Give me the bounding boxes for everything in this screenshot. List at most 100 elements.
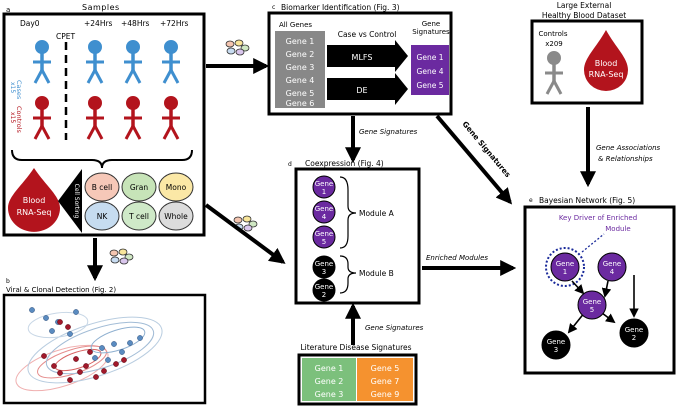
module-a-gene-node-3-label-1: Gene: [315, 230, 333, 238]
cpet-label: CPET: [56, 32, 75, 41]
cases-count: x15: [9, 82, 16, 93]
cell-nk: [84, 201, 120, 231]
module-a-label: Module A: [359, 209, 395, 218]
signatures-box: [411, 45, 449, 95]
signatures-title-1: Gene: [422, 20, 440, 28]
gene-signatures-label-1: Gene Signatures: [359, 128, 418, 136]
timepoint-48h: +48Hrs: [121, 19, 150, 28]
all-genes-label: All Genes: [279, 21, 312, 29]
lit-gene-3: Gene 3: [315, 390, 344, 399]
panel-a-letter: a: [6, 6, 10, 14]
cases-label: Cases: [15, 80, 23, 100]
lit-gene-5: Gene 5: [371, 364, 400, 373]
controls-count: x15: [9, 112, 16, 123]
cell-t: [121, 201, 157, 231]
timepoint-day0: Day0: [20, 19, 40, 28]
key-driver-pointer: [581, 233, 605, 253]
literature-title: Literature Disease Signatures: [300, 343, 411, 352]
scatter-point-red: [67, 377, 73, 383]
panel-d-letter: d: [288, 161, 292, 168]
blood-drop-icon: [8, 168, 60, 232]
scatter-point-red: [73, 356, 79, 362]
mlfs-arrow: [327, 40, 408, 72]
network-node-3-label-1: Gene: [583, 298, 601, 306]
timepoint-24h: +24Hrs: [84, 19, 113, 28]
network-node-1-label-1: Gene: [556, 260, 574, 268]
scatter-point-red: [83, 363, 89, 369]
cell-cluster-icon: [225, 39, 250, 56]
scatter-point-red: [101, 368, 107, 374]
scatter-point-red: [65, 324, 71, 330]
lit-gene-7: Gene 7: [371, 377, 400, 386]
key-driver-ring: [545, 247, 585, 287]
scatter-point-blue: [29, 307, 35, 313]
all-genes-list: Gene 1 Gene 2 Gene 3 Gene 4 Gene 5 Gene …: [286, 37, 315, 108]
scatter-point-blue: [43, 315, 49, 321]
arrow-biomarker-to-network: [435, 114, 513, 205]
key-driver-label-2: Module: [605, 225, 630, 233]
scatter-point-blue: [99, 345, 105, 351]
network-node-4-label-1: Gene: [547, 338, 565, 346]
case-vs-control-label: Case vs Control: [338, 30, 397, 39]
network-node-3-label-2: 5: [590, 306, 594, 314]
signature-gene-1: Gene 1: [417, 53, 444, 62]
gene-signatures-label-2: Gene Signatures: [365, 324, 424, 332]
module-b-gene-node-1-label-2: 3: [322, 268, 326, 276]
module-a-brace: [339, 176, 357, 249]
module-a-gene-node-3-label-2: 5: [322, 238, 326, 246]
scatter-point-blue: [127, 340, 133, 346]
scatter-points: [29, 307, 143, 383]
cell-types: [84, 172, 194, 231]
de-label: DE: [356, 86, 367, 95]
rnaseq-label: RNA-Seq: [17, 208, 52, 217]
external-controls-label: Controls: [539, 30, 568, 38]
key-driver-label-1: Key Driver of Enriched: [559, 214, 637, 222]
module-b-gene-node-1-label-1: Gene: [315, 260, 333, 268]
blood-label: Blood: [23, 196, 46, 205]
scatter-point-red: [93, 374, 99, 380]
gene-associations-label-2: & Relationships: [598, 155, 653, 163]
scatter-point-blue: [49, 328, 55, 334]
cell-cluster-icon: [109, 248, 134, 265]
scatter-point-blue: [67, 331, 73, 337]
samples-brace: [11, 149, 193, 169]
scatter-point-red: [113, 361, 119, 367]
module-b-brace: [339, 255, 357, 294]
scatter-point-red: [57, 370, 63, 376]
panel-b-letter: b: [6, 278, 10, 285]
gene-signatures-bold-label: Gene Signatures: [460, 120, 512, 180]
panel-c-title: Biomarker Identification (Fig. 3): [281, 3, 400, 12]
all-genes-box: [275, 31, 325, 108]
scatter-point-red: [121, 357, 127, 363]
cell-mono: [158, 172, 194, 202]
scatter-point-blue: [105, 357, 111, 363]
all-gene-3: Gene 3: [286, 63, 315, 72]
network-node-5-label-2: 2: [632, 334, 636, 342]
cell-t-label: T cell: [128, 212, 149, 221]
cell-b: [84, 172, 120, 202]
mlfs-label: MLFS: [352, 53, 373, 62]
scatter-point-red: [51, 363, 57, 369]
network-node-5-label-1: Gene: [625, 326, 643, 334]
panel-e-title: Bayesian Network (Fig. 5): [539, 196, 635, 205]
scatter-point-blue: [119, 349, 125, 355]
module-a-gene-node-2-label-1: Gene: [315, 205, 333, 213]
de-arrow: [327, 73, 408, 105]
external-title-1: Large External: [557, 1, 612, 10]
cell-gran: [121, 172, 157, 202]
external-blood-drop-icon: [584, 30, 628, 91]
scatter-point-blue: [137, 335, 143, 341]
cell-nk-label: NK: [97, 212, 109, 221]
controls-label: Controls: [15, 106, 23, 133]
module-b-gene-node-2-label-2: 2: [322, 291, 326, 299]
all-gene-2: Gene 2: [286, 50, 315, 59]
scatter-point-blue: [92, 355, 98, 361]
